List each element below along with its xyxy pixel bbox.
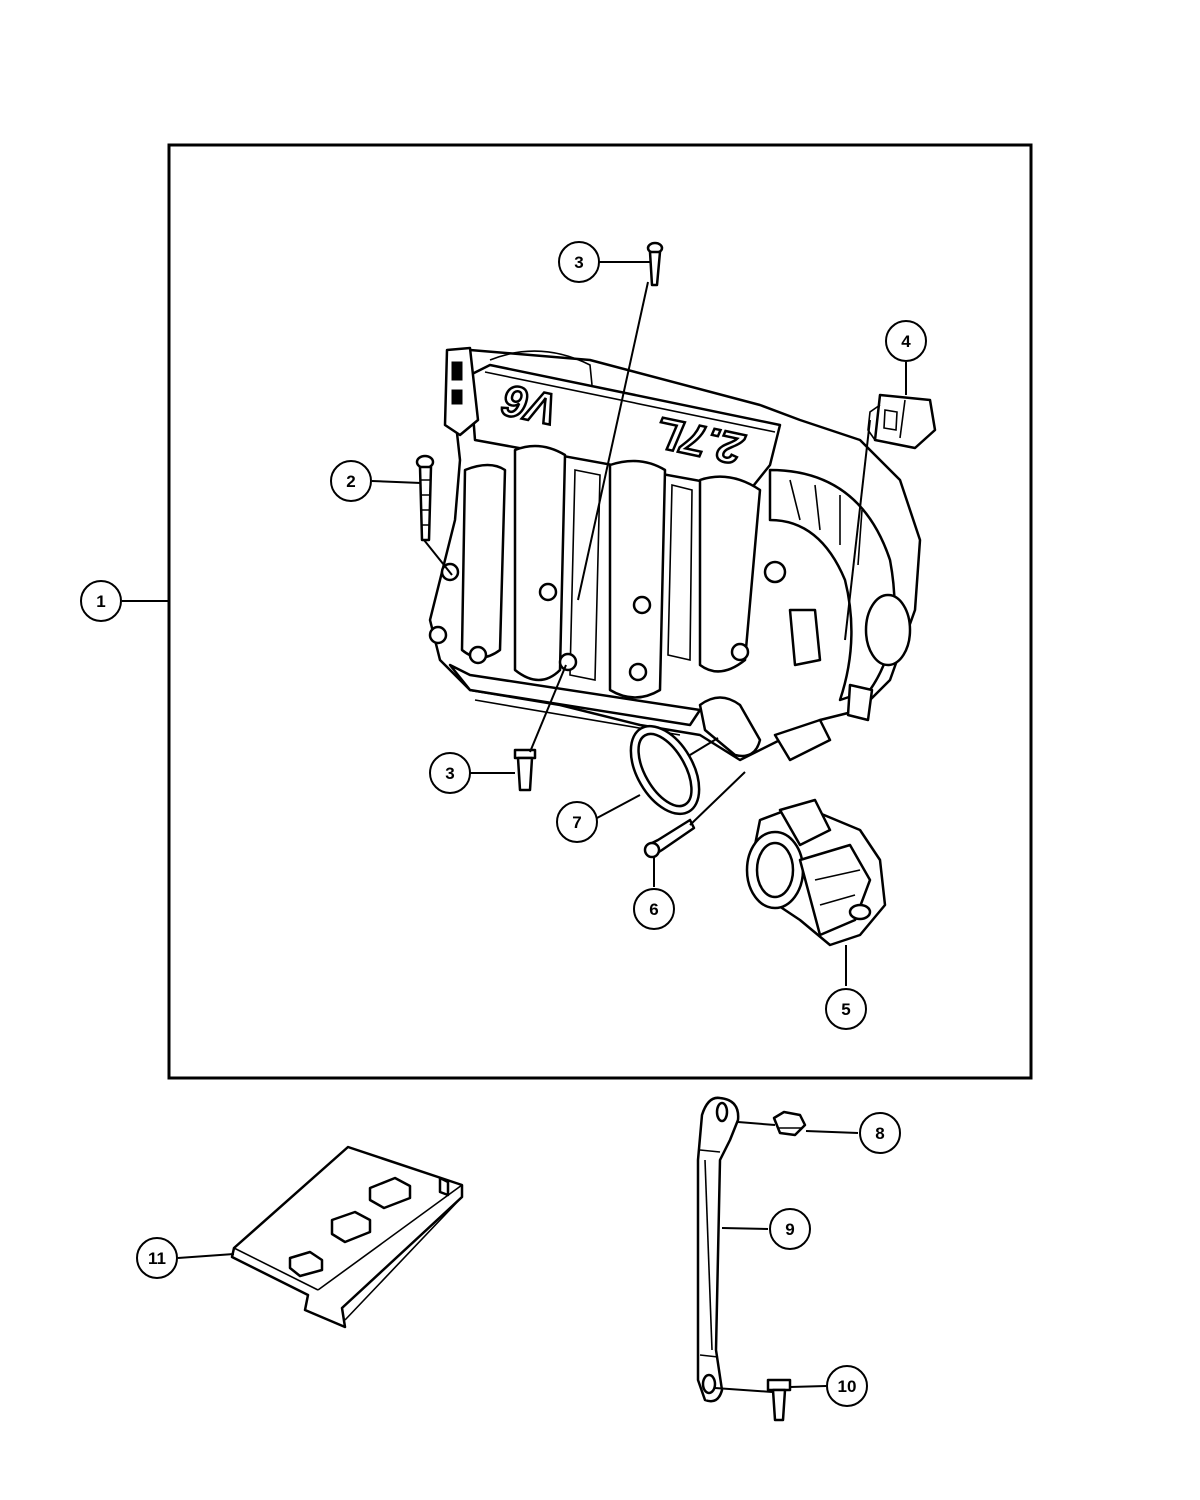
bolt-throttle — [643, 818, 696, 859]
callout-1-label: 1 — [96, 592, 105, 611]
callout-7-label: 7 — [572, 813, 581, 832]
callout-11-label: 11 — [148, 1249, 166, 1268]
callout-8-label: 8 — [875, 1124, 884, 1143]
callout-10: 10 — [826, 1365, 868, 1407]
callout-5-label: 5 — [841, 1000, 850, 1019]
bolt-top — [646, 241, 664, 287]
callout-6-label: 6 — [649, 900, 658, 919]
callout-3-bottom-label: 3 — [445, 764, 454, 783]
callout-5: 5 — [825, 988, 867, 1030]
callout-1: 1 — [80, 580, 122, 622]
callout-4-label: 4 — [901, 332, 911, 351]
throttle-body — [745, 798, 887, 947]
map-sensor — [867, 393, 937, 450]
callout-3-bottom: 3 — [429, 752, 471, 794]
leader-lines — [122, 261, 907, 1393]
insulator-card — [230, 1145, 464, 1329]
callout-7: 7 — [556, 801, 598, 843]
support-bracket — [696, 1096, 740, 1403]
callout-2-label: 2 — [346, 472, 355, 491]
bolt-lower — [513, 748, 537, 792]
callout-10-label: 10 — [838, 1377, 857, 1396]
throttle-gasket — [629, 724, 701, 816]
callout-8: 8 — [859, 1112, 901, 1154]
bolt-bracket — [766, 1378, 792, 1422]
nut — [772, 1110, 807, 1137]
engraving-config: V6 — [498, 375, 561, 434]
callout-6: 6 — [633, 888, 675, 930]
assembly-frame — [167, 143, 1033, 1080]
callout-9: 9 — [769, 1208, 811, 1250]
callout-9-label: 9 — [785, 1220, 794, 1239]
bolt-long — [415, 454, 435, 542]
callout-3-top: 3 — [558, 241, 600, 283]
callout-2: 2 — [330, 460, 372, 502]
intake-manifold — [428, 346, 922, 762]
callout-11: 11 — [136, 1237, 178, 1279]
callout-4: 4 — [885, 320, 927, 362]
callout-3-top-label: 3 — [574, 253, 583, 272]
